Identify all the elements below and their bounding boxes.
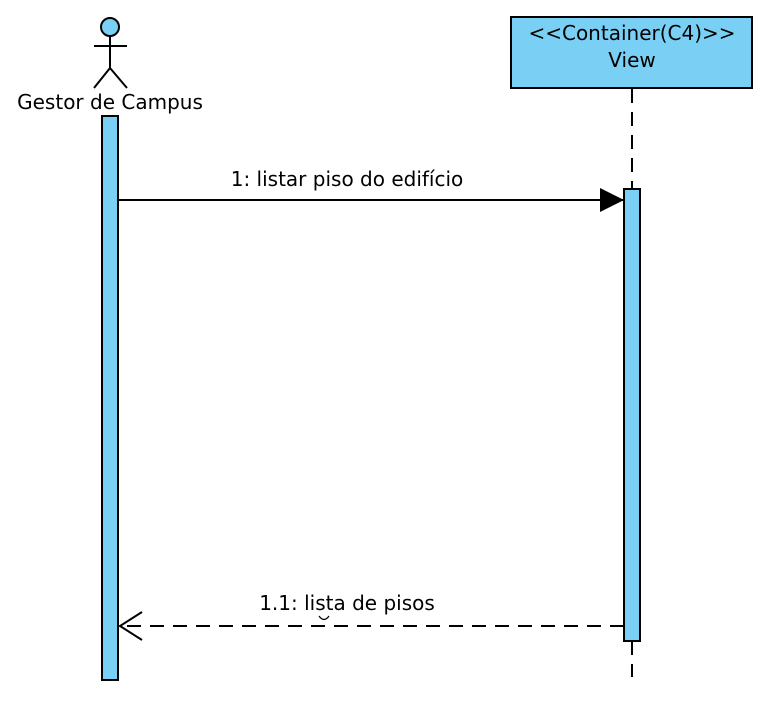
actor-name: Gestor de Campus	[17, 90, 203, 114]
message-1-label: 1: listar piso do edifício	[231, 167, 464, 191]
message-1-1-label: 1.1: lista de pisos	[259, 591, 435, 615]
message-1[interactable]: 1: listar piso do edifício	[118, 167, 624, 212]
actor-gestor-de-campus[interactable]: Gestor de Campus	[17, 17, 203, 114]
stick-figure-icon	[93, 17, 128, 89]
open-arrowhead-icon	[118, 611, 143, 641]
activation-bar-view	[623, 188, 641, 642]
anchor-mark-icon	[318, 615, 330, 621]
participant-box	[510, 16, 753, 89]
participant-view[interactable]: <<Container(C4)>> View	[510, 16, 753, 89]
message-1-1[interactable]: 1.1: lista de pisos	[118, 591, 624, 641]
participant-stereotype: <<Container(C4)>>	[528, 21, 735, 45]
activation-bar-actor	[101, 115, 119, 681]
participant-name: View	[608, 48, 655, 72]
